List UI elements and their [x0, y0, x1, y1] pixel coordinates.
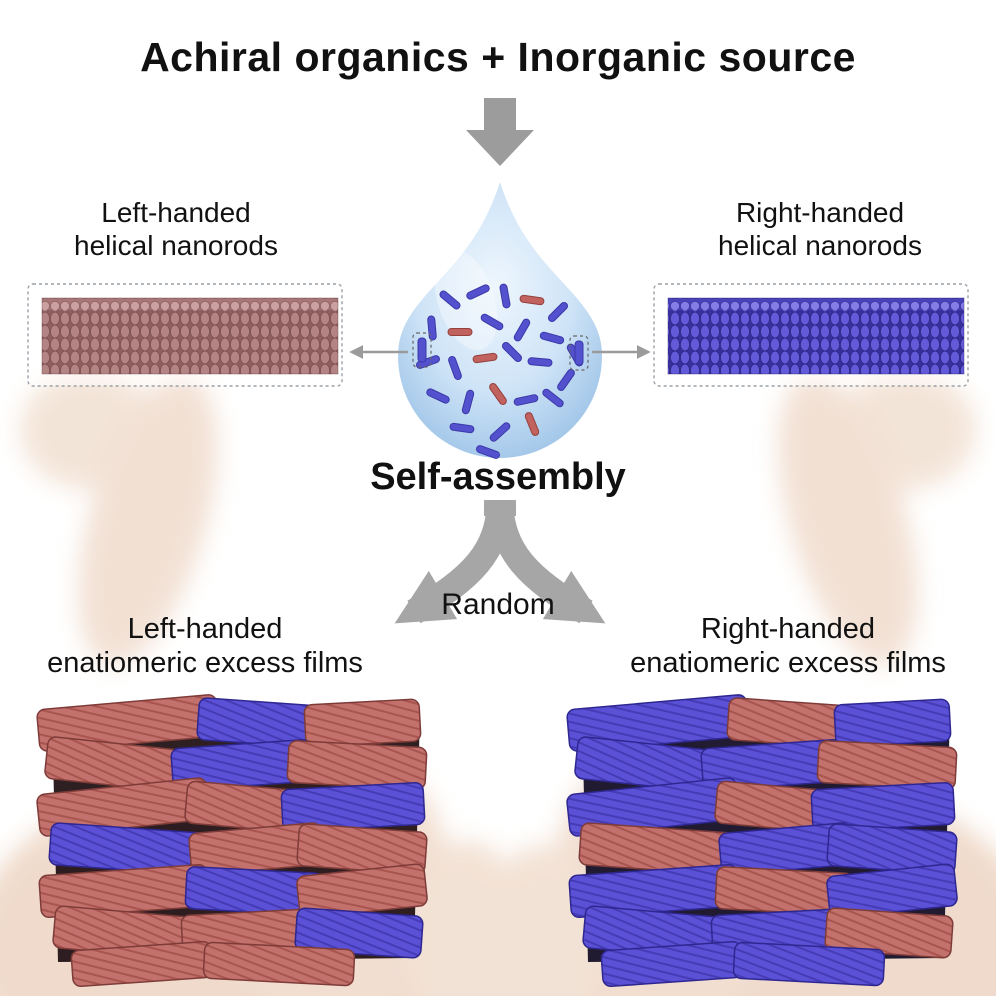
- left-nanorods-label-line1: Left-handed: [101, 197, 251, 228]
- right-helical-nanorods-image: [667, 297, 965, 375]
- droplet-rod-highlight-right: [569, 335, 589, 371]
- water-droplet: [398, 182, 602, 459]
- precursor-nanorods: [416, 283, 584, 459]
- right-nanorods-label-line2: helical nanorods: [718, 230, 922, 261]
- left-films-label-line1: Left-handed: [127, 613, 283, 645]
- figure-title: Achiral organics + Inorganic source: [140, 34, 856, 80]
- right-films-label-line2: enatiomeric excess films: [630, 647, 946, 679]
- left-nanorods-label: Left-handed helical nanorods: [20, 196, 332, 262]
- random-label: Random: [441, 588, 555, 621]
- right-nanorods-label-line1: Right-handed: [735, 197, 905, 228]
- right-films-label-line1: Right-handed: [700, 613, 876, 645]
- split-arrows: [394, 500, 606, 624]
- left-film-stack: [36, 694, 428, 988]
- split-arrow-right-icon: [487, 501, 606, 624]
- left-nanorods-label-line2: helical nanorods: [74, 230, 278, 261]
- droplet-rod-highlight-left: [412, 332, 432, 368]
- self-assembly-label: Self-assembly: [370, 456, 626, 498]
- down-block-arrow-icon: [466, 98, 534, 166]
- right-nanorods-label: Right-handed helical nanorods: [664, 196, 976, 262]
- left-helical-nanorods-image: [41, 297, 339, 375]
- left-films-label: Left-handed enatiomeric excess films: [0, 612, 410, 680]
- left-films-label-line2: enatiomeric excess films: [47, 647, 363, 679]
- right-film-stack: [566, 694, 958, 988]
- right-films-label: Right-handed enatiomeric excess films: [580, 612, 996, 680]
